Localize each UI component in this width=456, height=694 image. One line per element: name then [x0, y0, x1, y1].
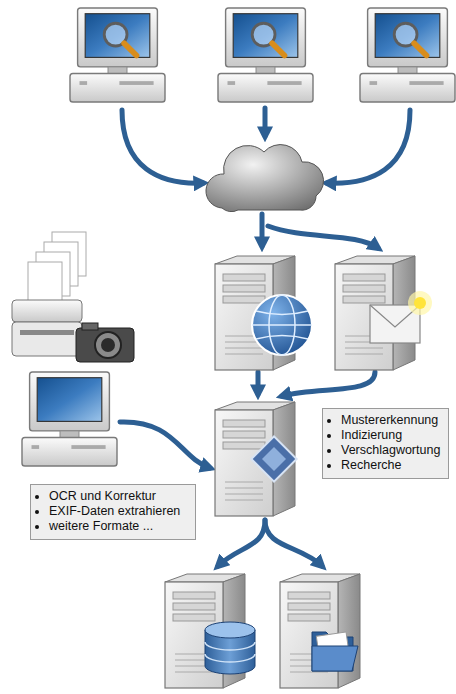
client-computer	[218, 8, 313, 102]
folder-icon	[312, 632, 358, 671]
bullet-item: Verschlagwortung	[341, 443, 440, 458]
bullet-item: Indizierung	[341, 428, 440, 443]
client-computer	[360, 8, 455, 102]
callout-box: MustererkennungIndizierungVerschlagwortu…	[322, 408, 449, 479]
flow-arrow	[263, 108, 268, 136]
paper-stack	[28, 232, 86, 306]
processing-icon	[251, 436, 296, 481]
bullet-item: EXIF-Daten extrahieren	[49, 504, 187, 519]
flow-arrow	[327, 110, 410, 183]
flow-arrow	[218, 520, 265, 566]
mail-icon	[370, 291, 432, 343]
globe-icon	[252, 295, 312, 355]
database-icon	[205, 622, 255, 674]
bullet-item: Recherche	[341, 458, 440, 473]
bullet-list: OCR und KorrekturEXIF-Daten extrahierenw…	[35, 489, 187, 534]
network-cloud	[206, 145, 324, 212]
scanner	[12, 300, 82, 356]
flow-arrow	[268, 226, 378, 248]
workstation	[22, 372, 117, 466]
bullet-item: weitere Formate ...	[49, 519, 187, 534]
flow-arrow	[265, 520, 322, 566]
file-server	[280, 574, 360, 688]
flow-arrow	[122, 110, 203, 183]
callout-box: OCR und KorrekturEXIF-Daten extrahierenw…	[30, 484, 196, 540]
flow-arrow	[120, 422, 210, 468]
flow-arrow	[282, 372, 375, 396]
flow-arrow	[256, 372, 261, 394]
camera	[76, 323, 134, 362]
bullet-item: OCR und Korrektur	[49, 489, 187, 504]
bullet-item: Mustererkennung	[341, 413, 440, 428]
flow-arrow	[260, 214, 265, 246]
bullet-list: MustererkennungIndizierungVerschlagwortu…	[327, 413, 440, 473]
client-computer	[70, 8, 165, 102]
